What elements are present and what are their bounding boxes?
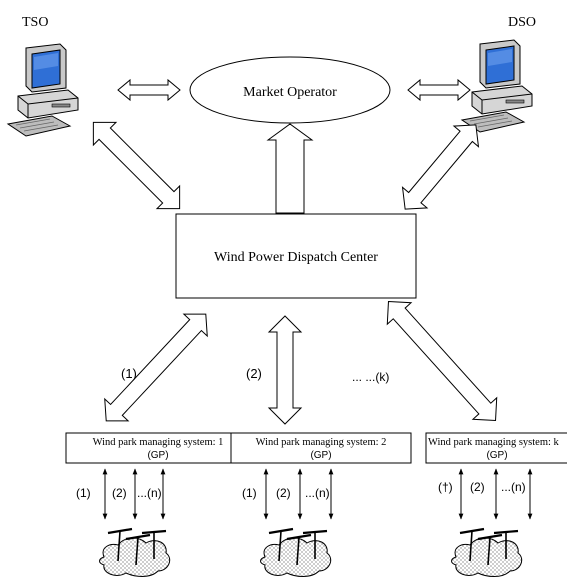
park-k-group: Wind park managing system: k (GP) (†) (2… xyxy=(425,432,567,578)
park-k-box xyxy=(425,432,567,464)
dispatch-park1-arrow xyxy=(104,313,208,422)
park-2-box xyxy=(230,432,412,464)
park-1-t2: (2) xyxy=(112,486,127,500)
park-k-t1: (†) xyxy=(438,480,453,494)
tso-computer-icon xyxy=(7,43,79,137)
dispatch-parkk-arrow xyxy=(386,301,498,421)
link-k-label: ... ...(k) xyxy=(352,370,389,384)
park-1-title: Wind park managing system: 1 xyxy=(93,437,224,448)
park-2-t1: (1) xyxy=(242,486,257,500)
park-1-group: Wind park managing system: 1 (GP) (1) (2… xyxy=(65,432,251,578)
tso-label: TSO xyxy=(22,15,48,30)
dispatch-center-node xyxy=(175,213,417,299)
link-2-label: (2) xyxy=(246,366,262,381)
park-k-title: Wind park managing system: k xyxy=(428,437,560,448)
dso-market-arrow xyxy=(407,78,471,102)
park-2-t2: (2) xyxy=(276,486,291,500)
park-1-t3: ...(n) xyxy=(137,486,162,500)
tso-market-arrow xyxy=(117,78,181,102)
park-k-t3: ...(n) xyxy=(501,480,526,494)
wind-farm-1-icon xyxy=(98,527,171,578)
link-1-label: (1) xyxy=(121,366,137,381)
park-1-t1: (1) xyxy=(76,486,91,500)
wind-farm-k-icon xyxy=(450,527,523,578)
park-1-sub: (GP) xyxy=(147,450,168,461)
park-1-box xyxy=(65,432,251,464)
park-k-sub: (GP) xyxy=(486,450,507,461)
dso-label: DSO xyxy=(508,15,536,30)
park-k-t2: (2) xyxy=(470,480,485,494)
dispatch-market-arrow xyxy=(266,123,314,214)
park-2-sub: (GP) xyxy=(310,450,331,461)
dso-computer-icon xyxy=(461,39,533,133)
dispatch-center-label: Wind Power Dispatch Center xyxy=(214,250,378,265)
park-2-group: Wind park managing system: 2 (GP) (1) (2… xyxy=(230,432,412,578)
tso-dispatch-arrow xyxy=(92,121,181,210)
market-operator-node xyxy=(189,56,391,124)
park-2-title: Wind park managing system: 2 xyxy=(256,437,387,448)
wind-farm-2-icon xyxy=(259,527,332,578)
dispatch-park2-arrow xyxy=(267,315,303,425)
park-2-t3: ...(n) xyxy=(305,486,330,500)
market-operator-label: Market Operator xyxy=(243,85,337,100)
dso-dispatch-arrow xyxy=(401,124,480,210)
